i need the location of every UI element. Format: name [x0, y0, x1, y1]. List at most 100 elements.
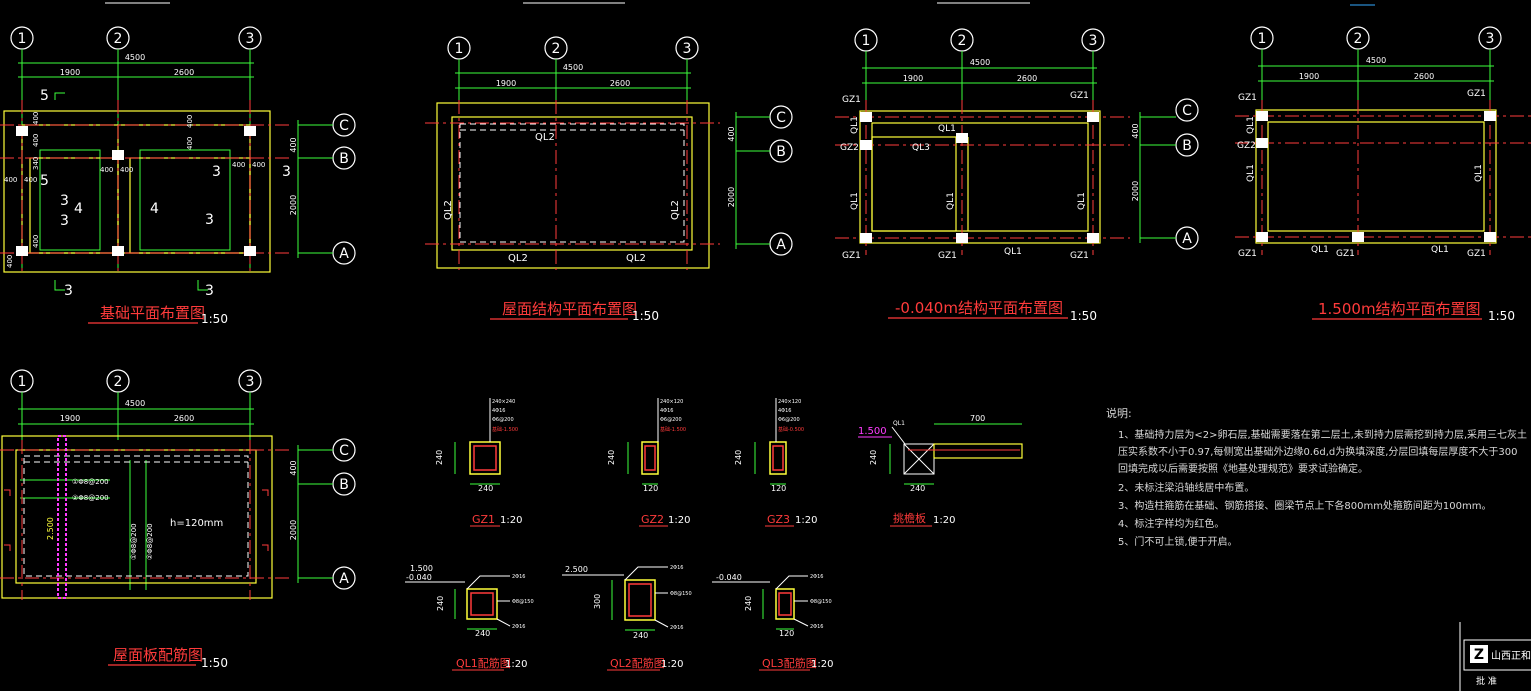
title-level-1500-plan: 1.500m结构平面布置图 [1318, 300, 1481, 318]
axis-label-3: 3 [246, 374, 255, 390]
dim-total: 4500 [125, 399, 145, 408]
axis-label-2: 2 [114, 374, 123, 390]
rebar-label-a: ①Φ8@200 [72, 478, 109, 486]
section-5-mid: 5 [40, 173, 49, 189]
svg-text:Φ6@200: Φ6@200 [660, 417, 682, 423]
dim-400-d: 400 [186, 115, 194, 128]
section-3-b: 3 [60, 213, 69, 229]
axis-label-1: 1 [18, 374, 27, 390]
svg-text:2Φ16: 2Φ16 [512, 574, 525, 580]
dim-2000: 2000 [289, 195, 298, 215]
detail-title-ql3: QL3配筋图 [762, 656, 817, 670]
axis-label-3: 3 [1089, 33, 1098, 49]
foundation-plan: 1 2 3 C B A [0, 26, 356, 326]
detail-scale-ql2: 1:20 [661, 659, 683, 670]
dim-400-j: 400 [232, 161, 245, 169]
svg-text:2Φ16: 2Φ16 [810, 574, 823, 580]
note-5: 5、门不可上锁,便于开启。 [1118, 535, 1238, 548]
title-roof-structure-plan: 屋面结构平面布置图 [502, 300, 637, 318]
ql2-dim-240: 240 [633, 631, 648, 640]
axis-label-1: 1 [455, 41, 464, 57]
svg-text:基础-1.500: 基础-1.500 [660, 426, 686, 433]
beam-label-ql1-left: QL1 [1246, 164, 1256, 182]
axis-label-C: C [776, 110, 786, 126]
axis-label-A: A [339, 246, 349, 262]
beam-label-ql1-lt: QL1 [1246, 116, 1256, 134]
ql1-dim-240-v: 240 [436, 596, 445, 611]
note-4: 4、标注字样均为红色。 [1118, 517, 1224, 530]
gz1-dim-240-v: 240 [435, 450, 444, 465]
company-name: 山西正和 [1491, 650, 1531, 662]
note-1c: 回填完成以后需要按照《地基处理规范》要求试验确定。 [1118, 462, 1368, 475]
col-label-gz2: GZ2 [840, 143, 859, 153]
detail-title-ql1: QL1配筋图 [456, 656, 511, 670]
rebar-label-b: ②Φ8@200 [72, 494, 109, 502]
cornice-dim-240-h: 240 [910, 484, 925, 493]
dim-2600: 2600 [610, 79, 630, 88]
col-label-gz1-a: GZ1 [842, 95, 861, 105]
dim-400-e: 400 [186, 137, 194, 150]
svg-text:2Φ16: 2Φ16 [670, 565, 683, 571]
dim-total: 4500 [125, 53, 145, 62]
col-label-gz1-a: GZ1 [1238, 93, 1257, 103]
svg-text:Φ8@150: Φ8@150 [810, 599, 832, 605]
beam-label-ql1-mid: QL1 [946, 192, 956, 210]
section-3-e: 3 [205, 212, 214, 228]
axis-label-3: 3 [683, 41, 692, 57]
dim-total: 4500 [1366, 56, 1386, 65]
dim-400-c: 400 [32, 134, 40, 147]
ql1-dim-240-h: 240 [475, 629, 490, 638]
svg-text:2Φ16: 2Φ16 [810, 624, 823, 630]
dim-340: 340 [32, 157, 40, 170]
dim-400-b: 400 [32, 112, 40, 125]
elev-2500-slab: 2.500 [46, 517, 55, 540]
section-5-top: 5 [40, 88, 49, 104]
dim-400: 400 [1131, 123, 1140, 138]
svg-text:2Φ16: 2Φ16 [512, 624, 525, 630]
detail-scale-gz1: 1:20 [500, 515, 522, 526]
svg-text:Φ6@200: Φ6@200 [778, 417, 800, 423]
cornice-ql1-label: QL1 [893, 420, 905, 427]
beam-label-ql1-bot-a: QL1 [1311, 245, 1329, 255]
axis-label-A: A [776, 237, 786, 253]
dim-400-g: 400 [24, 176, 37, 184]
axis-label-B: B [1182, 138, 1192, 154]
section-3-d: 3 [282, 164, 291, 180]
dim-400-m: 400 [6, 255, 14, 268]
beam-label-ql1-lt: QL1 [850, 116, 860, 134]
svg-text:Φ8@150: Φ8@150 [670, 591, 692, 597]
col-label-gz1-e: GZ1 [1070, 251, 1089, 261]
roof-structure-plan: 1 2 3 C B A [425, 36, 793, 323]
dim-1900: 1900 [1299, 72, 1319, 81]
note-1b: 压实系数不小于0.97,每侧宽出基础外边缘0.6d,d为换填深度,分层回填每层厚… [1118, 445, 1518, 458]
notes-heading: 说明: [1106, 406, 1132, 420]
rebar-label-c: ①Φ8@200 [130, 523, 138, 560]
detail-title-gz3: GZ3 [767, 513, 790, 526]
beam-label-ql3: QL3 [912, 143, 930, 153]
axis-label-A: A [1182, 231, 1192, 247]
svg-text:基础-0.500: 基础-0.500 [778, 426, 804, 433]
beam-label-ql1-bot-b: QL1 [1431, 245, 1449, 255]
col-label-gz1-d: GZ1 [1336, 249, 1355, 259]
section-3-c: 3 [212, 164, 221, 180]
beam-label-ql1-right: QL1 [1474, 164, 1484, 182]
section-4-b: 4 [150, 201, 159, 217]
scale-level-1500-plan: 1:50 [1488, 309, 1515, 323]
section-3-a: 3 [60, 193, 69, 209]
beam-label-ql2-right: QL2 [670, 200, 681, 220]
svg-text:240×240: 240×240 [492, 399, 515, 405]
section-3-g: 3 [205, 283, 214, 299]
dim-2000: 2000 [727, 187, 736, 207]
scale-roof-structure-plan: 1:50 [632, 309, 659, 323]
axis-label-1: 1 [862, 33, 871, 49]
svg-text:2Φ16: 2Φ16 [670, 625, 683, 631]
detail-scale-ql1: 1:20 [505, 659, 527, 670]
svg-text:4Φ16: 4Φ16 [492, 408, 505, 414]
svg-text:4Φ16: 4Φ16 [660, 408, 673, 414]
dim-400: 400 [289, 460, 298, 475]
rebar-label-d: ②Φ8@200 [146, 523, 154, 560]
svg-text:4Φ16: 4Φ16 [778, 408, 791, 414]
axis-label-2: 2 [958, 33, 967, 49]
